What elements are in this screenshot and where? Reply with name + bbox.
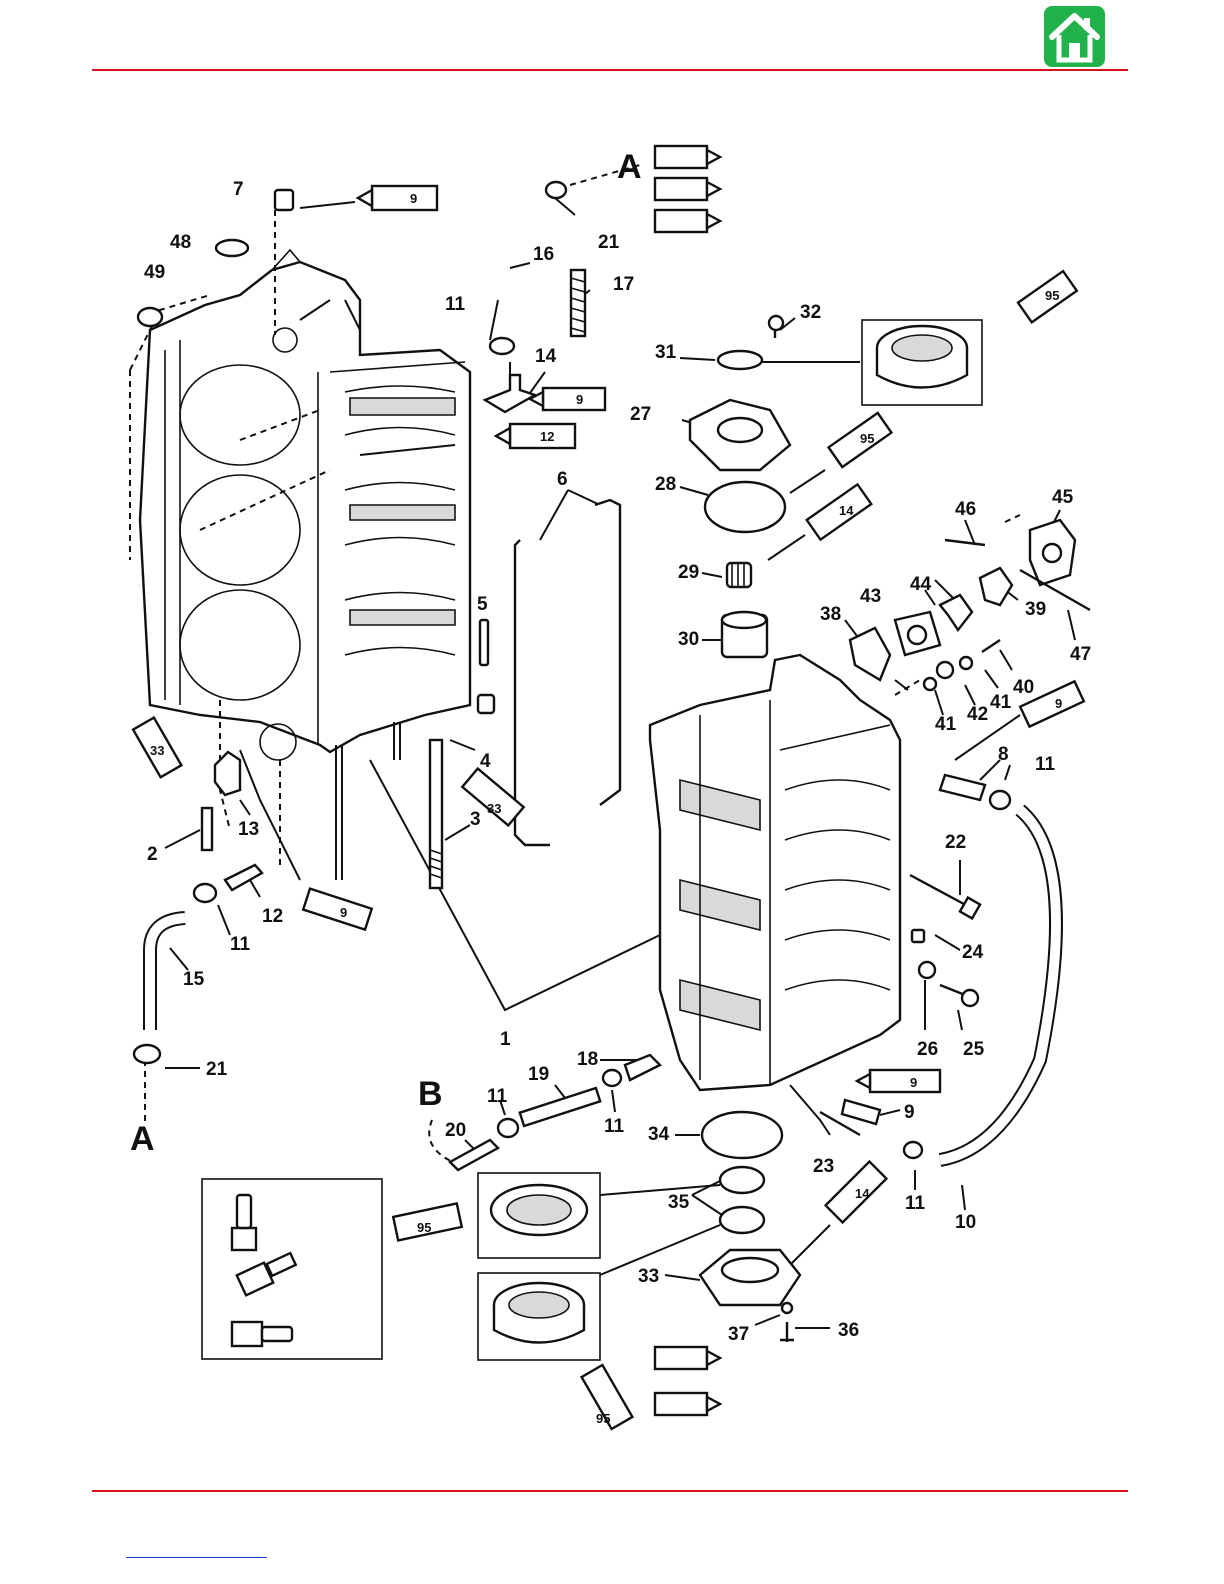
plug-48 (216, 240, 248, 256)
callout-18: 18 (577, 1049, 598, 1070)
tube-label-14b: 14 (855, 1186, 870, 1201)
tube-label-12: 12 (540, 429, 554, 444)
section-label-a-top: A (617, 148, 642, 186)
callout-40: 40 (1013, 677, 1034, 698)
tube-label-33b: 33 (487, 801, 501, 816)
callout-47: 47 (1070, 644, 1091, 665)
fitting-angled (237, 1253, 296, 1295)
callout-48: 48 (170, 232, 191, 253)
callout-11-b: 11 (1035, 754, 1056, 775)
callout-21-bottom: 21 (206, 1059, 228, 1080)
callout-24: 24 (962, 942, 984, 963)
callout-7: 7 (233, 179, 244, 200)
callout-3: 3 (470, 809, 481, 830)
callout-34: 34 (648, 1124, 670, 1145)
callout-31: 31 (655, 342, 677, 363)
tube-label-14a: 14 (839, 503, 854, 518)
plug-7 (275, 190, 293, 210)
callout-1: 1 (500, 1029, 511, 1050)
fitting-elbow (232, 1322, 292, 1346)
callout-13: 13 (238, 819, 259, 840)
callout-33: 33 (638, 1266, 659, 1287)
tube-label-95b: 95 (860, 431, 874, 446)
clamp-49 (138, 308, 162, 326)
tube-9a (358, 186, 437, 210)
callout-10: 10 (955, 1212, 976, 1233)
callout-21-top: 21 (598, 232, 620, 253)
callout-19: 19 (528, 1064, 549, 1085)
callout-29: 29 (678, 562, 699, 583)
callout-11-c: 11 (230, 934, 251, 955)
callout-27: 27 (630, 404, 651, 425)
tube-label-9a: 9 (410, 191, 417, 206)
tube-label-95c: 95 (417, 1220, 431, 1235)
tube-label-9c: 9 (1055, 696, 1062, 711)
callout-17: 17 (613, 274, 634, 295)
callout-41-a: 41 (990, 692, 1012, 713)
tube-b2 (655, 1393, 720, 1415)
callout-32: 32 (800, 302, 821, 323)
tube-b1 (655, 1347, 720, 1369)
callout-36: 36 (838, 1320, 859, 1341)
callout-6: 6 (557, 469, 568, 490)
callout-9: 9 (904, 1102, 915, 1123)
tube-label-9b: 9 (576, 392, 583, 407)
tube-label-33a: 33 (150, 743, 164, 758)
tube-9b (530, 388, 605, 410)
callout-35: 35 (668, 1192, 690, 1213)
callout-30: 30 (678, 629, 699, 650)
crankcase-cover-right (650, 655, 900, 1090)
callout-37: 37 (728, 1324, 749, 1345)
section-label-b: B (418, 1075, 443, 1113)
tube-a2 (655, 178, 720, 200)
callout-42: 42 (967, 704, 988, 725)
callout-49: 49 (144, 262, 165, 283)
callout-15: 15 (183, 969, 205, 990)
tube-label-9d: 9 (340, 905, 347, 920)
tube-label-95d: 95 (596, 1411, 610, 1426)
callout-44: 44 (910, 574, 932, 595)
tube-9c (857, 1070, 940, 1092)
callout-16: 16 (533, 244, 554, 265)
tube-label-9e: 9 (910, 1075, 917, 1090)
tube-12 (496, 424, 575, 448)
callout-2: 2 (147, 844, 158, 865)
callout-20: 20 (445, 1120, 466, 1141)
cylinder-block-left (140, 250, 470, 880)
callout-12: 12 (262, 906, 283, 927)
callout-5: 5 (477, 594, 488, 615)
callout-22: 22 (945, 832, 966, 853)
callout-43: 43 (860, 586, 881, 607)
callout-11-a: 11 (445, 294, 466, 315)
callout-26: 26 (917, 1039, 938, 1060)
callout-23: 23 (813, 1156, 834, 1177)
callout-38: 38 (820, 604, 841, 625)
callout-14: 14 (535, 346, 557, 367)
callout-11-e: 11 (604, 1116, 625, 1137)
callout-39: 39 (1025, 599, 1046, 620)
tube-label-95a: 95 (1045, 288, 1059, 303)
callout-41-b: 41 (935, 714, 957, 735)
callout-8: 8 (998, 744, 1009, 765)
callout-11-f: 11 (905, 1193, 926, 1214)
tube-9d (303, 889, 372, 930)
section-label-a-bottom: A (130, 1120, 155, 1158)
fitting-straight (232, 1195, 256, 1250)
callout-4: 4 (480, 751, 491, 772)
callout-28: 28 (655, 474, 676, 495)
tube-a1 (655, 146, 720, 168)
callout-25: 25 (963, 1039, 985, 1060)
callout-11-d: 11 (487, 1086, 508, 1107)
tube-a3 (655, 210, 720, 232)
callout-45: 45 (1052, 487, 1074, 508)
callout-46: 46 (955, 499, 976, 520)
